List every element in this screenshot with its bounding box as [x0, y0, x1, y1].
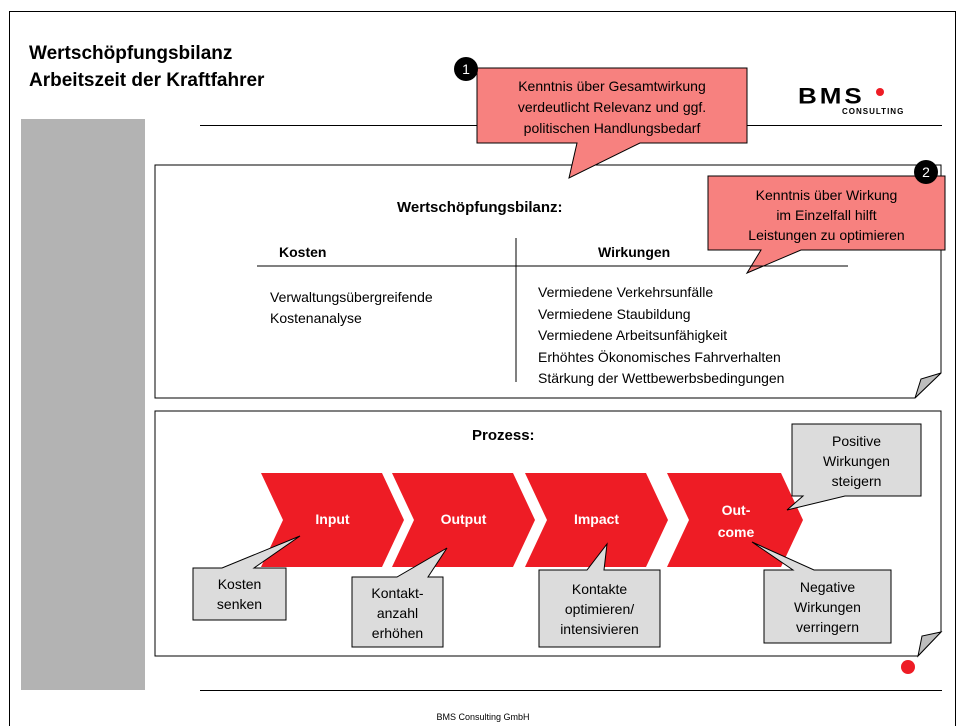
process-heading: Prozess:	[472, 427, 535, 444]
note-input: Kosten senken	[193, 574, 286, 614]
effects-item: Erhöhtes Ökonomisches Fahrverhalten	[538, 348, 781, 365]
note-impact-line: Kontakte	[571, 581, 628, 597]
bilanz-panel-fold	[914, 372, 942, 399]
costs-list: Verwaltungsübergreifende Kostenanalyse	[270, 287, 433, 329]
callout-1-shape	[476, 67, 748, 179]
red-dot	[901, 660, 915, 674]
costs-item: Kostenanalyse	[270, 310, 362, 326]
note-impact: Kontakte optimieren/ intensivieren	[539, 579, 660, 639]
effects-header: Wirkungen	[598, 244, 671, 260]
logo-dot	[876, 88, 884, 96]
callout-2-text: Kenntnis über Wirkung im Einzelfall hilf…	[708, 185, 945, 245]
note-positive-line: Positive	[831, 433, 882, 449]
costs-header: Kosten	[279, 244, 327, 260]
callout-1-text: Kenntnis über Gesamtwirkung verdeutlicht…	[477, 76, 747, 139]
sidebar-bar	[21, 119, 145, 690]
effects-item: Vermiedene Verkehrsunfälle	[538, 284, 714, 300]
logo-text: BMS	[798, 83, 865, 109]
callout-1-badge: 1	[454, 57, 478, 81]
note-positive: Positive Wirkungen steigern	[792, 431, 921, 491]
page-title: Wertschöpfungsbilanz Arbeitszeit der Kra…	[29, 40, 264, 94]
callout-1-line: politischen Handlungsbedarf	[523, 120, 701, 136]
note-negative-line: verringern	[795, 619, 860, 635]
callout-2-line: im Einzelfall hilft	[776, 207, 877, 223]
effects-item: Stärkung der Wettbewerbsbedingungen	[538, 370, 785, 386]
note-output-line: anzahl	[376, 605, 419, 621]
note-input-line: Kosten	[217, 576, 262, 592]
bms-logo: BMS CONSULTING	[798, 83, 928, 123]
step-outcome-line: come	[717, 524, 755, 540]
bilanz-heading: Wertschöpfungsbilanz:	[397, 199, 563, 216]
callout-2-shape	[707, 175, 946, 275]
callout-1-line: Kenntnis über Gesamtwirkung	[518, 78, 706, 94]
note-positive-line: steigern	[831, 473, 882, 489]
note-negative: Negative Wirkungen verringern	[764, 577, 891, 637]
callout-2-badge: 2	[914, 160, 938, 184]
title-line-2: Arbeitszeit der Kraftfahrer	[29, 70, 265, 91]
logo-subtext: CONSULTING	[842, 107, 905, 116]
note-negative-line: Wirkungen	[794, 599, 861, 615]
note-positive-shape	[786, 423, 922, 511]
effects-list: Vermiedene Verkehrsunfälle Vermiedene St…	[538, 282, 784, 390]
step-outcome-label: Out- come	[689, 499, 783, 543]
note-output-line: Kontakt-	[371, 585, 424, 601]
note-output-shape	[351, 547, 448, 648]
chevron-outcome	[667, 473, 803, 567]
footer-rule	[200, 690, 942, 691]
note-negative-shape	[751, 541, 892, 644]
note-positive-line: Wirkungen	[823, 453, 890, 469]
footer-company: BMS Consulting GmbH	[436, 712, 530, 722]
note-input-shape	[192, 535, 301, 621]
note-impact-line: optimieren/	[564, 601, 635, 617]
slide-frame	[9, 11, 956, 726]
title-line-1: Wertschöpfungsbilanz	[29, 43, 233, 64]
effects-item: Vermiedene Arbeitsunfähigkeit	[538, 327, 728, 343]
step-outcome-line: Out-	[721, 502, 751, 518]
note-input-line: senken	[216, 596, 263, 612]
effects-item: Vermiedene Staubildung	[538, 305, 691, 322]
note-output: Kontakt- anzahl erhöhen	[352, 583, 443, 643]
process-panel-fold	[917, 631, 943, 658]
callout-2-line: Kenntnis über Wirkung	[755, 187, 898, 203]
costs-item: Verwaltungsübergreifende	[270, 289, 433, 305]
chevron-impact	[525, 473, 668, 567]
chevron-output	[392, 473, 535, 567]
callout-2-line: Leistungen zu optimieren	[748, 227, 905, 243]
step-impact-label: Impact	[573, 511, 620, 527]
note-output-line: erhöhen	[371, 625, 424, 641]
step-output-label: Output	[440, 511, 487, 527]
callout-1-line: verdeutlicht Relevanz und ggf.	[517, 99, 707, 115]
chevron-input	[261, 473, 404, 567]
note-impact-line: intensivieren	[560, 621, 639, 637]
note-impact-shape	[538, 542, 661, 648]
note-negative-line: Negative	[799, 579, 856, 595]
step-input-label: Input	[315, 511, 350, 527]
